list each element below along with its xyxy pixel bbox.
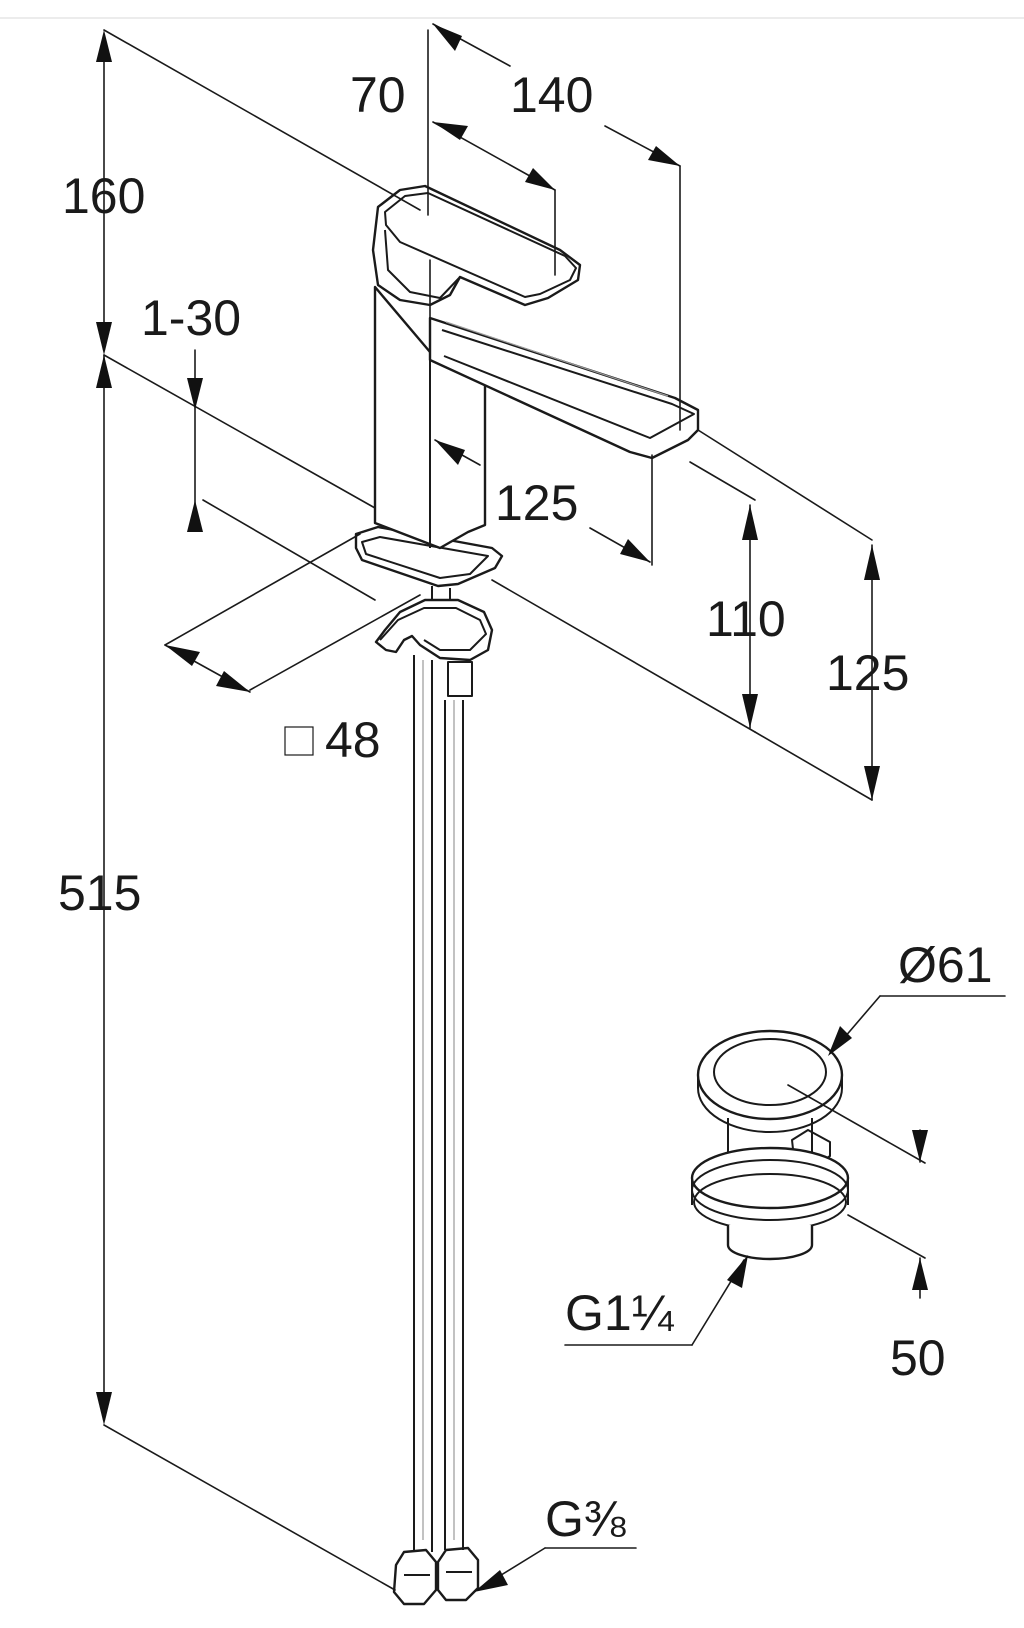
label-515: 515: [58, 865, 141, 921]
mounting-bracket-face: [379, 607, 487, 651]
lever: [371, 184, 582, 307]
label-50: 50: [890, 1330, 946, 1386]
hose-fitting-right: [436, 1546, 480, 1602]
waste-ring-1: [690, 1146, 850, 1210]
dim-110-ext-bottom: [491, 579, 756, 733]
dim-125-arrow-right: [620, 539, 650, 562]
waste-flange-rim: [697, 1075, 843, 1133]
label-125-height: 125: [826, 645, 909, 701]
dim-48-arrow-1: [165, 645, 200, 666]
label-160: 160: [62, 168, 145, 224]
dim-1-30-arrow-top: [187, 378, 203, 410]
dim-515-ext-bottom: [103, 1424, 396, 1591]
dimension-lines: [96, 23, 1006, 1592]
label-48: 48: [325, 712, 381, 768]
dim-515-arrow-top: [96, 355, 112, 388]
dim-515-ext-top: [103, 354, 376, 509]
bracket-nut: [447, 661, 473, 697]
spout-top-face: [441, 329, 695, 439]
dim-110-ext-top: [689, 461, 756, 501]
waste-thread-body: [726, 1225, 814, 1261]
faucet-body: [354, 184, 700, 697]
dim-125v-arrow-top: [864, 545, 880, 580]
label-1-30: 1-30: [141, 290, 241, 346]
dim-140-arrow-left: [433, 24, 462, 51]
hose-right: [444, 700, 464, 1545]
spout-highlight: [445, 321, 669, 397]
dim-110-arrow-top: [742, 505, 758, 540]
dim-g114-arrow: [727, 1255, 748, 1288]
label-125-reach: 125: [495, 475, 578, 531]
dim-125v-arrow-bottom: [864, 766, 880, 800]
waste-flange-inner: [713, 1038, 827, 1106]
lever-side: [384, 229, 461, 299]
lever-top-face: [384, 192, 577, 298]
hose-left: [413, 655, 433, 1545]
label-61: Ø61: [898, 937, 993, 993]
dim-48-ext-3: [249, 594, 421, 691]
dim-70-arrow-right: [525, 168, 555, 190]
dim-61-arrow: [828, 1026, 852, 1056]
label-140: 140: [510, 67, 593, 123]
dim-160-arrow-bottom: [96, 322, 112, 355]
dim-125v-ext-top: [697, 429, 873, 541]
dim-50-ext-bottom: [847, 1214, 926, 1259]
dim-48-ext-2: [164, 533, 361, 646]
dim-515-arrow-bottom: [96, 1392, 112, 1425]
dim-48-ext-1: [202, 499, 376, 601]
label-110: 110: [706, 591, 786, 647]
label-g38: G⅜: [545, 1491, 626, 1547]
dim-70-arrow-left: [433, 122, 468, 140]
dim-1-30-arrow-bottom: [187, 500, 203, 532]
dim-125v-ext-bottom: [754, 731, 873, 801]
label-g114: G1¼: [565, 1285, 675, 1341]
label-70: 70: [350, 67, 406, 123]
dim-50-arrow-top: [912, 1130, 928, 1162]
dim-g38-arrow: [474, 1570, 508, 1592]
dim-160-arrow-top: [96, 30, 112, 62]
dim-50-arrow-bottom: [912, 1258, 928, 1290]
dim-50-ext-top: [787, 1084, 926, 1164]
supply-hoses: [392, 655, 480, 1606]
hose-fitting-details: [404, 1545, 472, 1576]
dim-110-arrow-bottom: [742, 694, 758, 728]
dim-160-ext-top: [103, 29, 421, 211]
hose-fitting-left: [392, 1548, 438, 1606]
dim-140-arrow-right: [648, 146, 680, 166]
dim-125-arrow-left: [435, 440, 465, 465]
mounting-bracket: [374, 598, 494, 662]
waste-ring-sides: [691, 1178, 849, 1205]
dim-48-arrow-2: [216, 671, 250, 692]
base-plate-inner: [361, 536, 489, 579]
dimension-labels: 160 1-30 70 140 125 110 125 48 515 Ø61 G…: [58, 67, 993, 1547]
square-symbol-icon: [284, 726, 314, 756]
spout: [428, 316, 700, 460]
waste-valve: [690, 1029, 850, 1261]
